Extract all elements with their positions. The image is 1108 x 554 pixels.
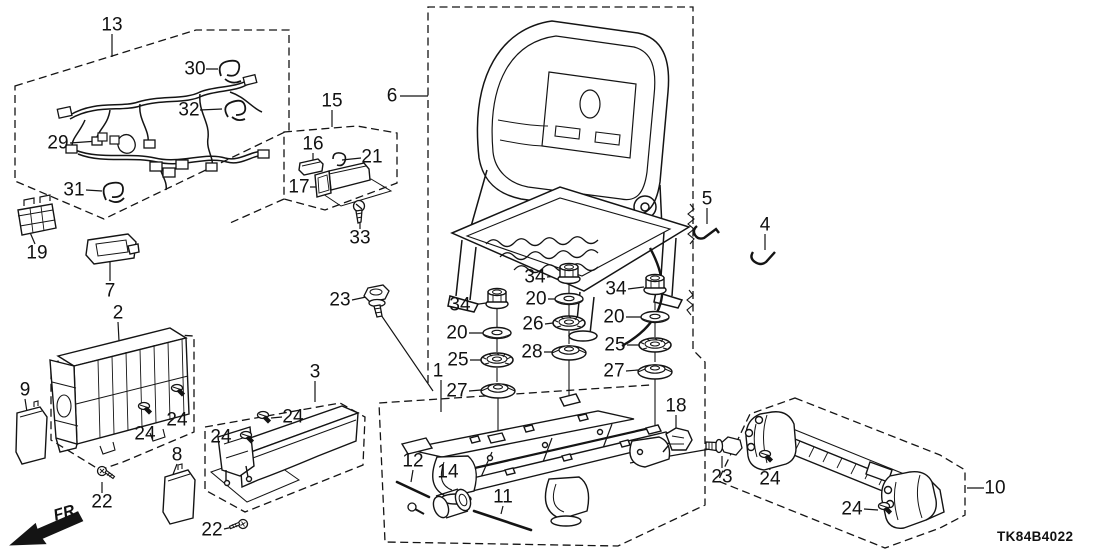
rod-12: [395, 480, 431, 499]
screw-14: [407, 502, 425, 515]
callout-22-16: 22: [201, 520, 222, 541]
clip-21: [332, 152, 347, 167]
callout-26-33: 26: [522, 314, 543, 335]
callout-27-30: 27: [446, 381, 467, 402]
callout-31-4: 31: [63, 180, 84, 201]
panel-3: [210, 405, 360, 503]
screw-33: [352, 199, 366, 224]
callout-20-36: 20: [603, 307, 624, 328]
callout-2-7: 2: [113, 303, 124, 324]
hardware-column-a: [480, 287, 516, 399]
lamp-group-box: [283, 125, 398, 211]
callout-18-42: 18: [665, 396, 686, 417]
connector-29-cluster: [97, 132, 120, 145]
callout-23-25: 23: [329, 290, 350, 311]
callout-9-8: 9: [20, 380, 31, 401]
clip-31: [102, 181, 125, 203]
lamp-box-pointer: [229, 198, 285, 224]
rail-assembly-1: [400, 393, 680, 527]
callout-25-37: 25: [604, 335, 625, 356]
screw-22-panel3: [228, 515, 250, 534]
callout-15-17: 15: [321, 91, 342, 112]
seat-frame-6: [447, 20, 691, 348]
clip-18: [662, 427, 693, 453]
callout-23-43: 23: [711, 467, 732, 488]
callout-16-18: 16: [302, 134, 323, 155]
panel-2: [49, 327, 190, 455]
callout-34-35: 34: [605, 279, 627, 300]
callout-24-14: 24: [282, 407, 304, 428]
callout-19-5: 19: [26, 243, 47, 264]
harness-group-box: [14, 29, 290, 220]
callout-5-23: 5: [702, 189, 713, 210]
connector-19: [17, 194, 57, 236]
callout-22-11: 22: [91, 492, 112, 513]
callout-32-2: 32: [178, 100, 199, 121]
callout-14-40: 14: [437, 462, 459, 483]
wire-harness-13: [56, 73, 270, 191]
callout-20-32: 20: [525, 289, 546, 310]
callout-34-27: 34: [449, 295, 471, 316]
spring-4: [750, 251, 776, 266]
callout-4-24: 4: [760, 215, 771, 236]
callout-12-39: 12: [402, 451, 423, 472]
cover-9: [15, 400, 48, 465]
callout-6-22: 6: [387, 86, 398, 107]
callout-24-10: 24: [166, 410, 188, 431]
callout-33-21: 33: [349, 228, 370, 249]
callout-11-41: 11: [493, 487, 513, 508]
callout-3-13: 3: [310, 362, 321, 383]
callout-20-28: 20: [446, 323, 467, 344]
callout-7-6: 7: [105, 281, 116, 302]
spring-serration: [686, 203, 695, 316]
callout-13-0: 13: [101, 15, 122, 36]
spring-5: [692, 225, 720, 240]
clip-24-panel3-top: [256, 410, 272, 424]
callout-24-15: 24: [210, 427, 232, 448]
callout-29-3: 29: [47, 133, 68, 154]
callout-30-1: 30: [184, 59, 205, 80]
fr-arrow-shape: [9, 511, 84, 546]
callout-34-31: 34: [524, 267, 546, 288]
clip-30: [218, 59, 242, 84]
bracket-7: [85, 233, 140, 265]
cylinder-14: [432, 488, 472, 519]
callout-1-26: 1: [433, 361, 444, 382]
screw-22-panel2: [96, 465, 116, 480]
cover-assembly-10: [744, 411, 945, 529]
callout-layer: 1330322931197292424228324242215162117336…: [20, 15, 1006, 541]
cover10-box: [717, 397, 966, 549]
callout-25-29: 25: [447, 350, 468, 371]
callout-28-34: 28: [521, 342, 542, 363]
fr-direction-label: FR.: [52, 501, 82, 525]
clip-32: [224, 99, 247, 122]
callout-24-9: 24: [134, 424, 156, 445]
callout-27-38: 27: [603, 361, 624, 382]
fr-arrow: FR.: [9, 501, 84, 546]
callout-24-45: 24: [841, 499, 863, 520]
bolt-23-left: [363, 284, 390, 318]
callout-24-44: 24: [759, 469, 781, 490]
bolt-23-right: [705, 436, 743, 456]
diagram-code: TK84B4022: [997, 529, 1073, 544]
seat-and-rail-box: [378, 6, 706, 547]
cover-8: [162, 463, 196, 525]
pad-16: [298, 158, 324, 176]
callout-8-12: 8: [172, 445, 183, 466]
callout-10-46: 10: [984, 478, 1005, 499]
panel3-box: [204, 402, 366, 513]
rod-11: [472, 509, 533, 532]
callout-21-19: 21: [361, 147, 382, 168]
lamp-17: [314, 162, 393, 207]
callout-17-20: 17: [288, 177, 309, 198]
